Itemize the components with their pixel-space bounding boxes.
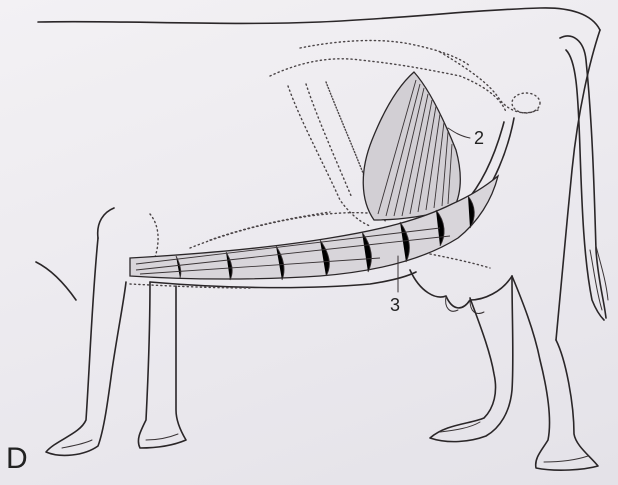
tail-outline	[560, 36, 606, 318]
flank-dotted-1	[288, 86, 370, 226]
tuber-coxae-dotted	[300, 41, 470, 66]
callout-2-leader	[448, 128, 470, 138]
hindleg-far	[430, 276, 513, 442]
hip-dotted-outline	[270, 59, 506, 112]
lower-abdomen-dotted-2	[210, 212, 330, 240]
hindleg-near	[512, 276, 598, 470]
foreleg-right	[138, 282, 186, 448]
back-outline	[38, 8, 600, 30]
panel-letter: D	[6, 444, 28, 474]
tail-outline-inner	[566, 50, 604, 320]
flank-dotted-2	[306, 84, 352, 198]
callout-2-label: 2	[474, 129, 484, 147]
udder-outline	[410, 270, 512, 308]
shoulder-dotted-line	[150, 214, 158, 260]
callout-3-label: 3	[390, 296, 400, 314]
tuber-ischii-dotted	[512, 93, 540, 113]
foreleg-left	[46, 238, 126, 455]
hoof-lines	[62, 422, 588, 462]
rump-dotted-outline	[440, 52, 538, 113]
udder-dotted-line	[430, 254, 490, 268]
chest-outline	[36, 208, 114, 300]
